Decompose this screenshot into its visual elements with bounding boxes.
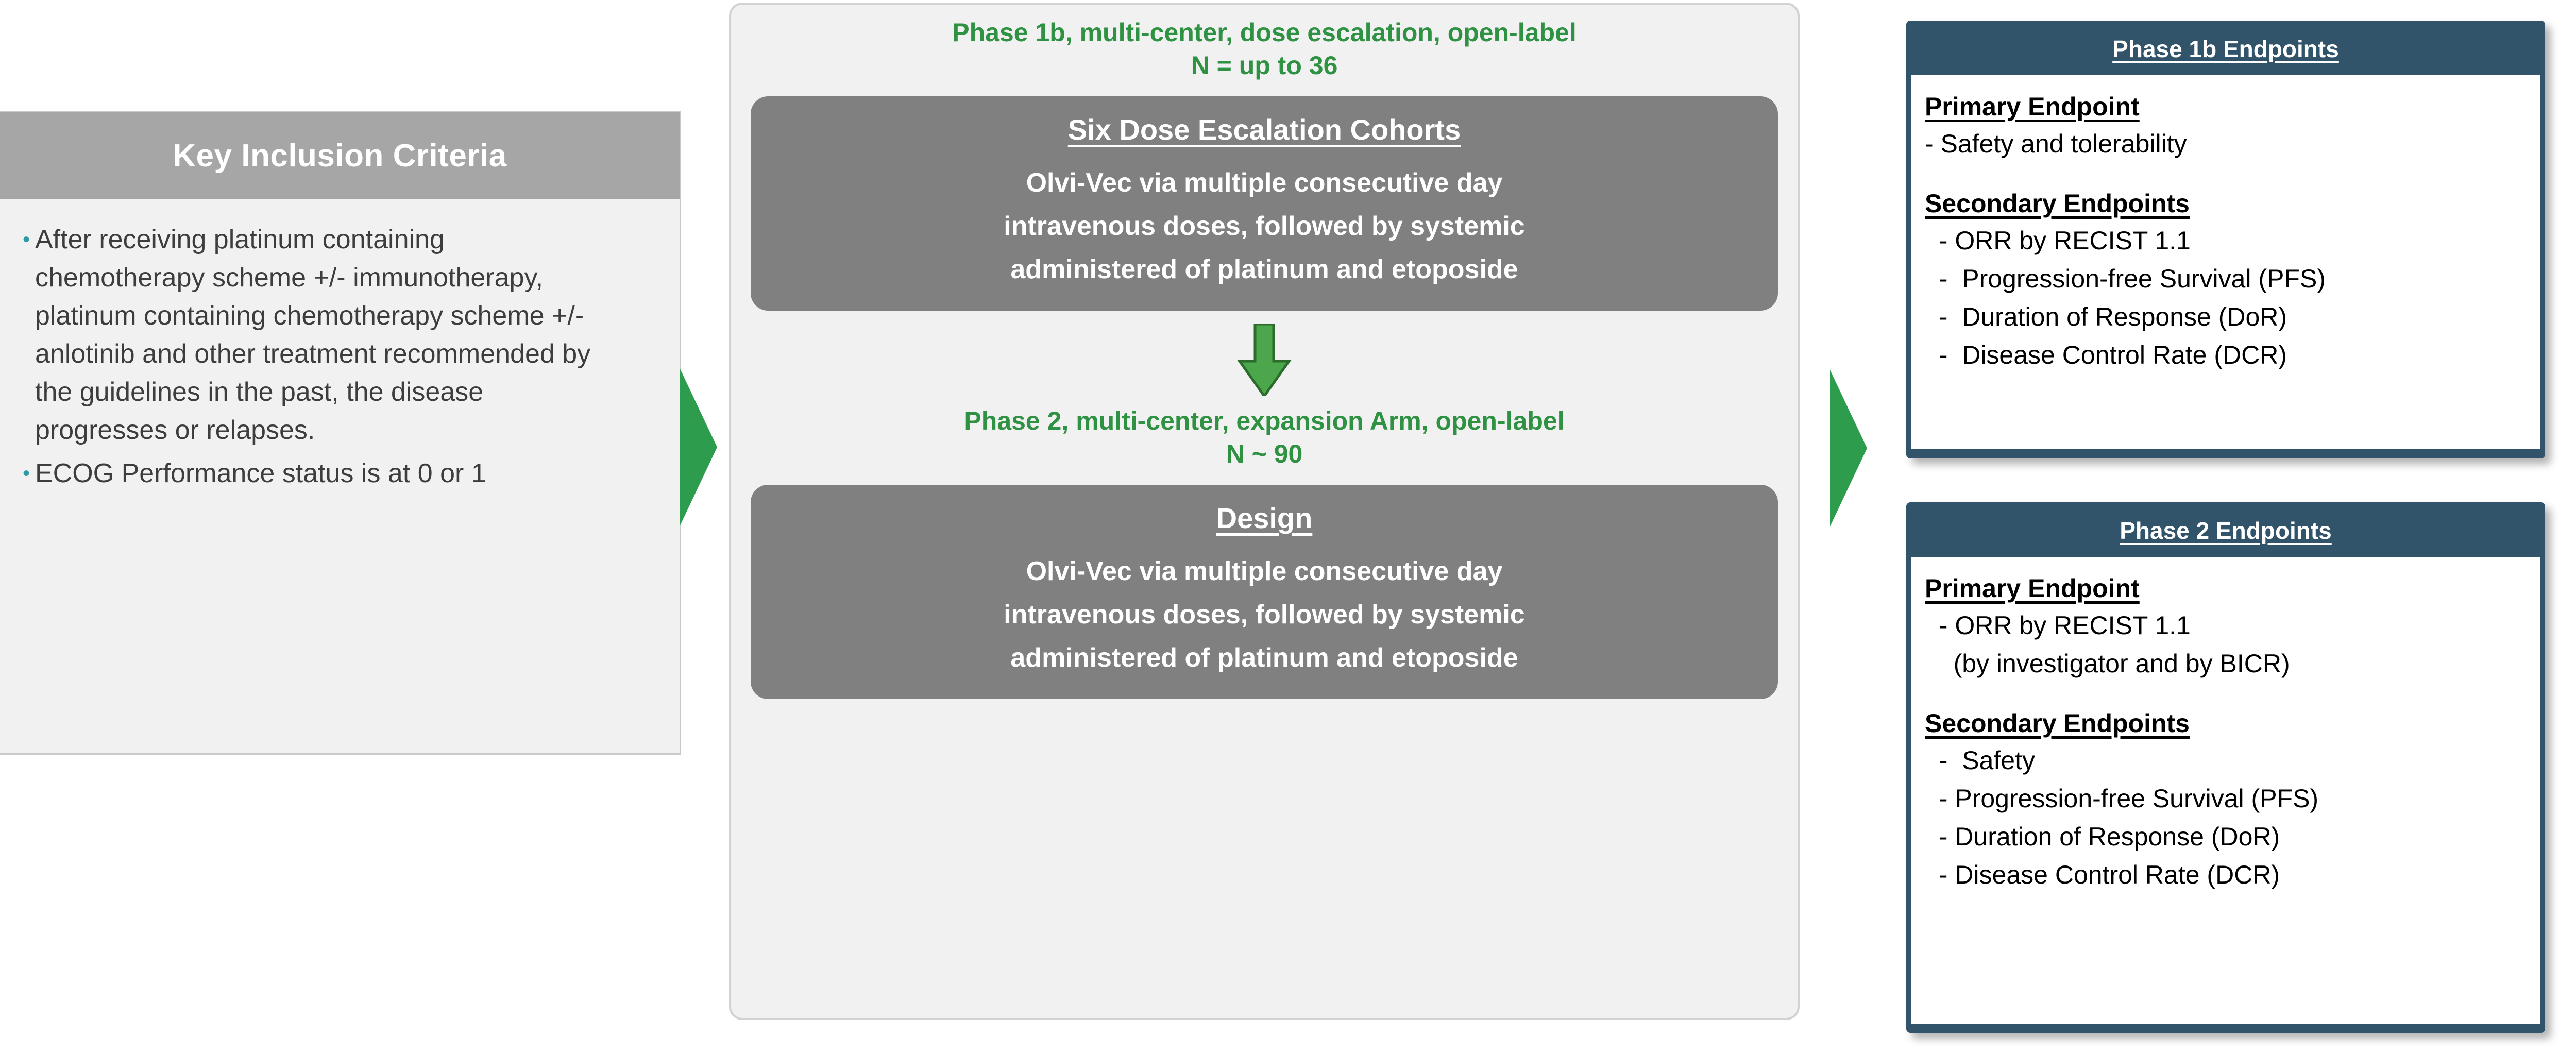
phase2-endpoints-body: Primary Endpoint - ORR by RECIST 1.1 (by… — [1911, 557, 2540, 1024]
phase1b-endpoints-body: Primary Endpoint - Safety and tolerabili… — [1911, 75, 2540, 449]
phase1b-heading-line1: Phase 1b, multi-center, dose escalation,… — [952, 18, 1577, 47]
design-card-line2: intravenous doses, followed by systemic — [1004, 600, 1525, 630]
bullet-icon: • — [22, 462, 30, 485]
phase2-heading-line2: N ~ 90 — [1226, 439, 1303, 468]
cohorts-card-line2: intravenous doses, followed by systemic — [1004, 211, 1525, 241]
green-right-arrow-icon — [680, 369, 717, 525]
phase1b-primary-label: Primary Endpoint — [1925, 92, 2140, 121]
phase1b-endpoints-box: Phase 1b Endpoints Primary Endpoint - Sa… — [1906, 21, 2545, 458]
bullet-icon: • — [22, 228, 30, 251]
phase2-primary-item-2: (by investigator and by BICR) — [1925, 649, 2290, 678]
inclusion-header: Key Inclusion Criteria — [0, 112, 680, 199]
design-card-line1: Olvi-Vec via multiple consecutive day — [1026, 556, 1503, 586]
inclusion-body: • After receiving platinum containing ch… — [0, 199, 680, 492]
phase1b-secondary-item-1: - ORR by RECIST 1.1 — [1925, 226, 2191, 255]
down-arrow-container — [751, 324, 1778, 396]
phase1b-heading: Phase 1b, multi-center, dose escalation,… — [751, 16, 1778, 82]
phase2-secondary-label: Secondary Endpoints — [1925, 709, 2190, 738]
inclusion-title: Key Inclusion Criteria — [173, 138, 507, 174]
design-card-title: Design — [1216, 502, 1313, 534]
phase1b-primary-item-1: - Safety and tolerability — [1925, 129, 2187, 158]
phase2-secondary-item-1: - Safety — [1925, 746, 2035, 775]
phase1b-secondary-item-2: - Progression-free Survival (PFS) — [1925, 264, 2326, 293]
green-down-arrow-icon — [1237, 324, 1292, 396]
inclusion-criterion-2: ECOG Performance status is at 0 or 1 — [35, 458, 486, 488]
cohorts-card-line1: Olvi-Vec via multiple consecutive day — [1026, 168, 1503, 198]
phase2-secondary-item-4: - Disease Control Rate (DCR) — [1925, 860, 2280, 889]
phase2-endpoints-box: Phase 2 Endpoints Primary Endpoint - ORR… — [1906, 502, 2545, 1033]
list-item: • After receiving platinum containing ch… — [18, 220, 656, 449]
phase1b-heading-line2: N = up to 36 — [1191, 51, 1338, 80]
phase2-endpoints-title: Phase 2 Endpoints — [2120, 517, 2332, 544]
design-card-line3: administered of platinum and etoposide — [1010, 643, 1518, 673]
green-right-arrow-icon — [1830, 370, 1867, 526]
design-card: Design Olvi-Vec via multiple consecutive… — [751, 485, 1778, 699]
inclusion-criterion-1: After receiving platinum containing chem… — [35, 225, 591, 445]
phase1b-endpoints-title: Phase 1b Endpoints — [2112, 36, 2339, 62]
cohorts-card-line3: administered of platinum and etoposide — [1010, 254, 1518, 284]
key-inclusion-criteria-box: Key Inclusion Criteria • After receiving… — [0, 111, 681, 755]
spacer — [1925, 163, 2534, 185]
phase1b-secondary-item-4: - Disease Control Rate (DCR) — [1925, 341, 2287, 369]
phase2-primary-label: Primary Endpoint — [1925, 574, 2140, 603]
phase2-secondary-item-2: - Progression-free Survival (PFS) — [1925, 784, 2319, 813]
phase2-secondary-item-3: - Duration of Response (DoR) — [1925, 822, 2280, 851]
six-dose-escalation-cohorts-card: Six Dose Escalation Cohorts Olvi-Vec via… — [751, 96, 1778, 311]
list-item: • ECOG Performance status is at 0 or 1 — [18, 454, 656, 492]
phase1b-secondary-label: Secondary Endpoints — [1925, 189, 2190, 218]
phase2-heading-line1: Phase 2, multi-center, expansion Arm, op… — [964, 406, 1565, 435]
spacer — [1925, 683, 2534, 705]
phase2-heading: Phase 2, multi-center, expansion Arm, op… — [751, 404, 1778, 470]
phase2-primary-item-1: - ORR by RECIST 1.1 — [1925, 611, 2191, 640]
study-design-panel: Phase 1b, multi-center, dose escalation,… — [729, 3, 1800, 1020]
phase1b-secondary-item-3: - Duration of Response (DoR) — [1925, 302, 2287, 331]
cohorts-card-title: Six Dose Escalation Cohorts — [1067, 113, 1461, 146]
